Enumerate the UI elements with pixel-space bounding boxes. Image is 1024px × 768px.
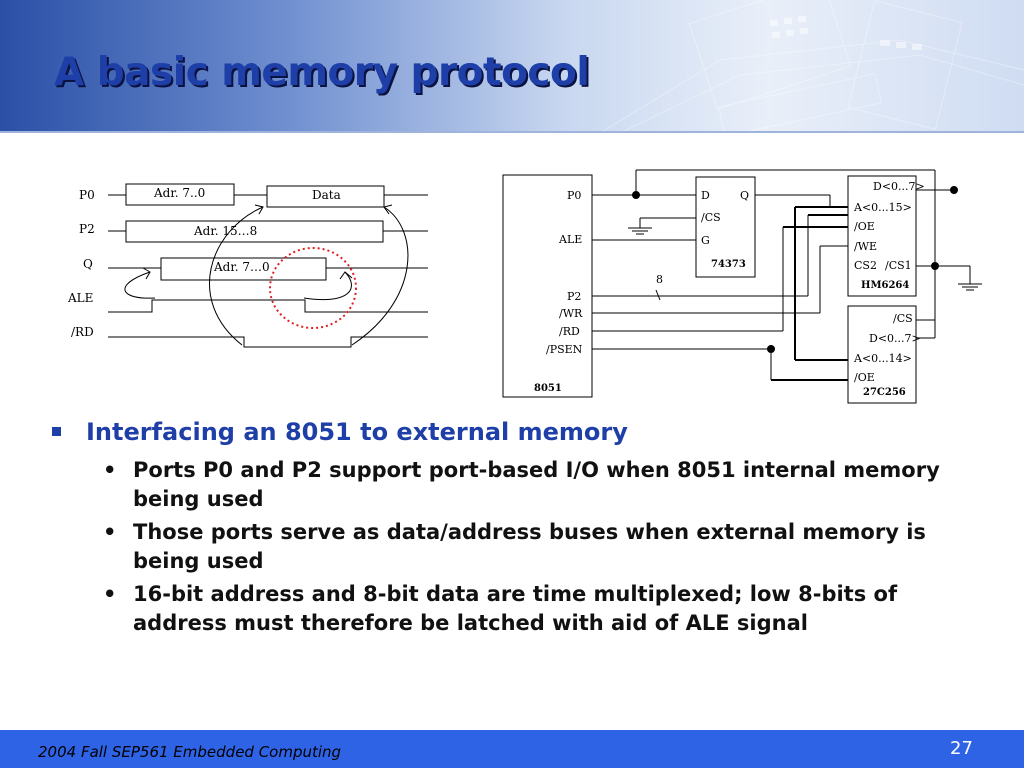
p0-data-box-label: Data: [312, 188, 341, 202]
latch-74373-block: [695, 176, 756, 278]
latch-name-label: 74373: [711, 259, 746, 270]
latch-pin-d: D: [701, 189, 710, 202]
sub-bullet-text: Ports P0 and P2 support port-based I/O w…: [133, 458, 940, 511]
sub-bullet-3: • 16-bit address and 8-bit data are time…: [40, 580, 980, 638]
p2-address-box-label: Adr. 15…8: [193, 224, 257, 238]
latch-pin-cs: /CS: [701, 211, 721, 224]
slide-number: 27: [950, 738, 973, 759]
dot-bullet-icon: •: [103, 520, 117, 544]
mcu-pin-ale: ALE: [558, 233, 582, 246]
signal-label-p2: P2: [79, 222, 95, 236]
dot-bullet-icon: •: [103, 582, 117, 606]
rd-to-data-arrow-left: [209, 206, 264, 346]
ram-pin-address: A<0...15>: [853, 201, 912, 214]
ram-pin-cs1: /CS1: [885, 259, 912, 272]
mcu-pin-p2: P2: [567, 290, 581, 303]
mcu-pin-wr: /WR: [559, 307, 583, 320]
ram-pin-we: /WE: [854, 240, 877, 253]
ram-name-label: HM6264: [861, 280, 909, 291]
rom-pin-oe: /OE: [854, 371, 875, 384]
latch-pin-q: Q: [740, 189, 749, 202]
rd-to-data-arrow-right: [351, 206, 409, 346]
signal-label-ale: ALE: [67, 291, 93, 305]
ram-pin-oe: /OE: [854, 220, 875, 233]
header-banner: A basic memory protocol: [0, 0, 1024, 133]
rom-name-label: 27C256: [863, 387, 906, 398]
signal-label-rd: /RD: [71, 325, 94, 339]
rom-27c256-block: [847, 305, 917, 404]
signal-label-p0: P0: [79, 188, 95, 202]
highlight-circle: [269, 247, 357, 329]
ale-latch-arrow: [124, 271, 156, 299]
timing-diagram: P0 P2 Q ALE /RD Adr. 7..0 Data Adr. 15…8…: [67, 183, 428, 348]
mcu-pin-rd: /RD: [559, 325, 580, 338]
mcu-name-label: 8051: [534, 383, 562, 394]
latch-pin-g: G: [701, 234, 710, 247]
rom-pin-address: A<0...14>: [853, 352, 912, 365]
mcu-8051-block: [502, 174, 593, 398]
bus-width-label: 8: [656, 273, 663, 286]
rom-pin-cs: /CS: [893, 312, 913, 325]
keyboard-device-illustration: [0, 0, 1024, 133]
main-bullet: Interfacing an 8051 to external memory: [40, 418, 980, 446]
sub-bullet-text: 16-bit address and 8-bit data are time m…: [133, 582, 898, 635]
circuit-schematic: P0 ALE P2 /WR /RD /PSEN 8051 D Q /CS G 7…: [502, 169, 982, 404]
sub-bullet-1: • Ports P0 and P2 support port-based I/O…: [40, 456, 980, 514]
p0-address-box-label: Adr. 7..0: [153, 186, 205, 200]
footer-course-text: 2004 Fall SEP561 Embedded Computing: [38, 743, 342, 761]
footer-bar: 2004 Fall SEP561 Embedded Computing 27: [0, 730, 1024, 768]
rom-pin-data: D<0...7>: [869, 332, 921, 345]
ale-release-arrow: [303, 271, 352, 301]
ram-pin-cs2: CS2: [854, 259, 877, 272]
mcu-pin-p0: P0: [567, 189, 581, 202]
q-address-box-label: Adr. 7…0: [213, 260, 270, 274]
memory-interface-diagram: P0 P2 Q ALE /RD Adr. 7..0 Data Adr. 15…8…: [67, 169, 982, 404]
mcu-pin-psen: /PSEN: [546, 343, 583, 356]
sub-bullet-2: • Those ports serve as data/address buse…: [40, 518, 980, 576]
bullet-list: Interfacing an 8051 to external memory •…: [40, 418, 980, 642]
dot-bullet-icon: •: [103, 458, 117, 482]
slide-title: A basic memory protocol: [54, 50, 590, 95]
ram-pin-data: D<0...7>: [873, 180, 925, 193]
square-bullet-icon: [52, 427, 61, 436]
main-bullet-text: Interfacing an 8051 to external memory: [86, 418, 628, 446]
signal-label-q: Q: [83, 257, 93, 271]
ram-hm6264-block: [847, 175, 917, 297]
sub-bullet-text: Those ports serve as data/address buses …: [133, 520, 926, 573]
